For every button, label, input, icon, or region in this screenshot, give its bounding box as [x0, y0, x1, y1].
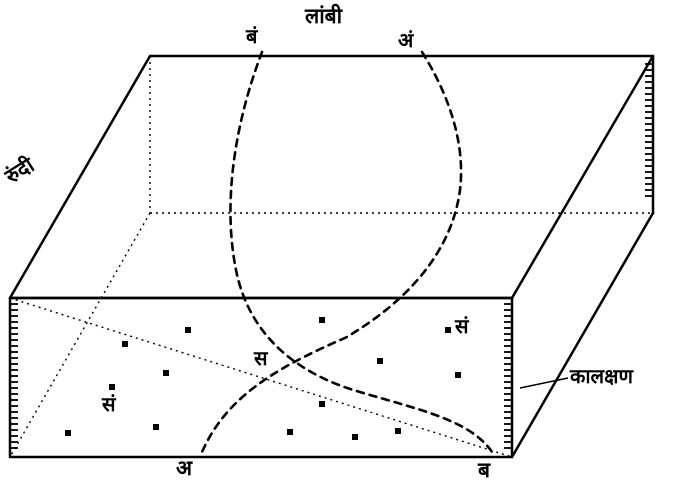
event-point [65, 430, 71, 436]
event-point [109, 384, 115, 390]
bottom-b-label: ब [478, 458, 490, 482]
event-point [287, 429, 293, 435]
bottom-a-label: अ [176, 456, 193, 480]
time-slice-hatching [10, 63, 653, 449]
event-point [153, 424, 159, 430]
time-slice-pointer [519, 377, 569, 389]
left-s-label: सं [102, 392, 116, 416]
worldline-b [229, 50, 494, 454]
worldline-a [200, 50, 463, 454]
event-point [319, 401, 325, 407]
event-point [319, 317, 325, 323]
event-points [65, 317, 461, 440]
top-a-label: अं [398, 28, 414, 52]
right-s-label: सं [455, 314, 469, 338]
box-right-bottom-edge [510, 211, 655, 459]
event-point [185, 327, 191, 333]
hidden-front-diagonal [9, 297, 513, 458]
center-s-label: स [254, 346, 268, 370]
event-point [377, 358, 383, 364]
length-label: लांबी [305, 4, 343, 28]
event-point [445, 327, 451, 333]
event-point [395, 428, 401, 434]
event-point [352, 434, 358, 440]
hidden-left-bottom-edge [9, 212, 151, 458]
event-point [163, 370, 169, 376]
box-top-face [8, 54, 655, 300]
time-slice-label: कालक्षण [570, 364, 633, 388]
event-point [455, 372, 461, 378]
top-b-label: बं [246, 24, 258, 48]
event-point [122, 341, 128, 347]
